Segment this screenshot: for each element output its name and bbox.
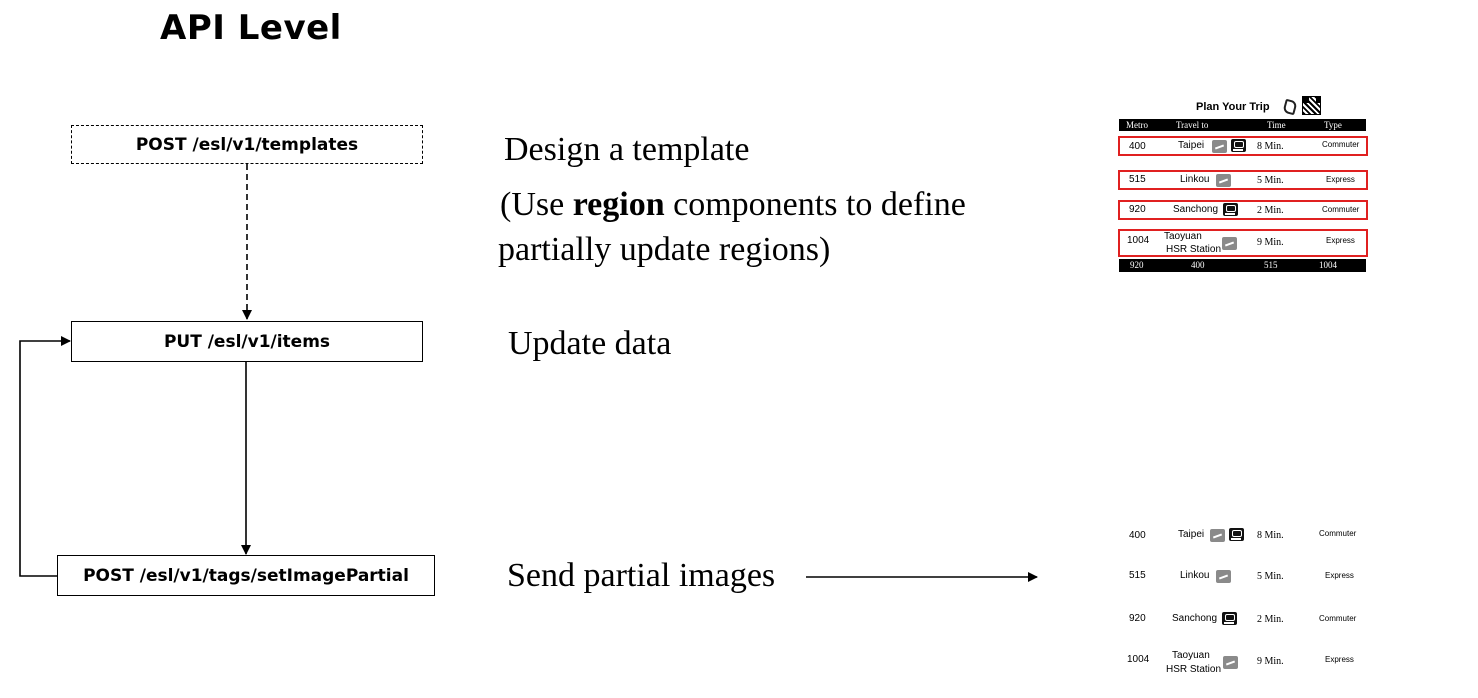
partial-image: 920 Sanchong 2 Min. Commuter [1118,611,1368,631]
step-set-image-partial-box: POST /esl/v1/tags/setImagePartial [57,555,435,596]
header-time: Time [1267,120,1286,130]
board-footer: 920 400 515 1004 [1119,259,1366,272]
header-metro: Metro [1126,120,1148,130]
row-time: 9 Min. [1257,656,1284,667]
row-destination-line-2: HSR Station [1166,664,1222,675]
region-note-line-1: (Use region components to define [500,186,966,223]
step-set-image-partial-label: POST /esl/v1/tags/setImagePartial [83,565,409,586]
footer-metro: 515 [1264,260,1278,270]
board-row-region: 400 Taipei 8 Min. Commuter [1118,136,1368,156]
row-time: 5 Min. [1257,571,1284,582]
footer-metro: 400 [1191,260,1205,270]
diagram-title: API Level [160,8,342,48]
step-put-items-box: PUT /esl/v1/items [71,321,423,362]
row-metro: 515 [1129,570,1146,581]
board-header: Metro Travel to Time Type [1119,119,1366,131]
row-metro: 400 [1129,530,1146,541]
partial-image: 400 Taipei 8 Min. Commuter [1118,527,1368,547]
hsr-icon [1212,140,1227,153]
row-type: Commuter [1322,205,1360,214]
board-row-region: 1004 Taoyuan HSR Station 9 Min. Express [1118,229,1368,257]
board-title: Plan Your Trip [1196,101,1270,113]
row-time: 8 Min. [1257,530,1284,541]
hsr-icon [1216,174,1231,187]
row-metro: 1004 [1127,235,1150,246]
row-type: Express [1325,655,1354,664]
row-type: Commuter [1319,614,1357,623]
phone-icon [1282,98,1298,116]
row-destination-line-2: HSR Station [1166,244,1222,255]
hsr-icon [1216,570,1231,583]
header-type: Type [1324,120,1342,130]
row-destination: Taipei [1178,529,1205,540]
step-3-description: Send partial images [507,557,776,594]
row-destination: Linkou [1180,570,1210,581]
row-time: 8 Min. [1257,141,1284,152]
footer-metro: 920 [1130,260,1144,270]
row-time: 2 Min. [1257,205,1284,216]
partial-image: 1004 Taoyuan HSR Station 9 Min. Express [1118,650,1368,680]
row-destination: Sanchong [1172,613,1218,624]
row-metro: 1004 [1127,654,1150,665]
hsr-icon [1222,237,1237,250]
region-note-line-2: partially update regions) [498,231,831,268]
qr-code-icon [1302,96,1321,115]
footer-metro: 1004 [1319,260,1337,270]
header-travel-to: Travel to [1176,120,1209,130]
step-post-templates-box: POST /esl/v1/templates [71,125,423,164]
row-type: Commuter [1322,140,1360,149]
row-destination: Sanchong [1173,204,1219,215]
row-time: 9 Min. [1257,237,1284,248]
hsr-icon [1210,529,1225,542]
row-destination: Linkou [1180,174,1210,185]
step-2-description: Update data [508,325,672,362]
row-destination: Taipei [1178,140,1205,151]
step-post-templates-label: POST /esl/v1/templates [135,134,359,155]
mrt-icon [1229,528,1244,541]
row-destination: Taoyuan [1164,231,1202,242]
row-type: Express [1326,175,1355,184]
step-1-description: Design a template [504,131,750,168]
row-metro: 515 [1129,174,1146,185]
board-row-region: 920 Sanchong 2 Min. Commuter [1118,200,1368,220]
row-destination: Taoyuan [1172,650,1210,661]
partial-images: 400 Taipei 8 Min. Commuter 515 Linkou 5 … [1118,520,1368,690]
hsr-icon [1223,656,1238,669]
mrt-icon [1223,203,1238,216]
template-preview-board: Plan Your Trip Metro Travel to Time Type… [1118,96,1368,276]
row-time: 5 Min. [1257,175,1284,186]
row-metro: 920 [1129,613,1146,624]
row-type: Express [1325,571,1354,580]
row-metro: 920 [1129,204,1146,215]
board-row-region: 515 Linkou 5 Min. Express [1118,170,1368,190]
row-type: Commuter [1319,529,1357,538]
step-put-items-label: PUT /esl/v1/items [163,331,331,352]
loop-back-arrow [19,336,71,577]
region-note-bold: region [572,186,665,223]
row-time: 2 Min. [1257,614,1284,625]
mrt-icon [1231,139,1246,152]
partial-image: 515 Linkou 5 Min. Express [1118,568,1368,588]
row-type: Express [1326,236,1355,245]
row-metro: 400 [1129,141,1146,152]
mrt-icon [1222,612,1237,625]
